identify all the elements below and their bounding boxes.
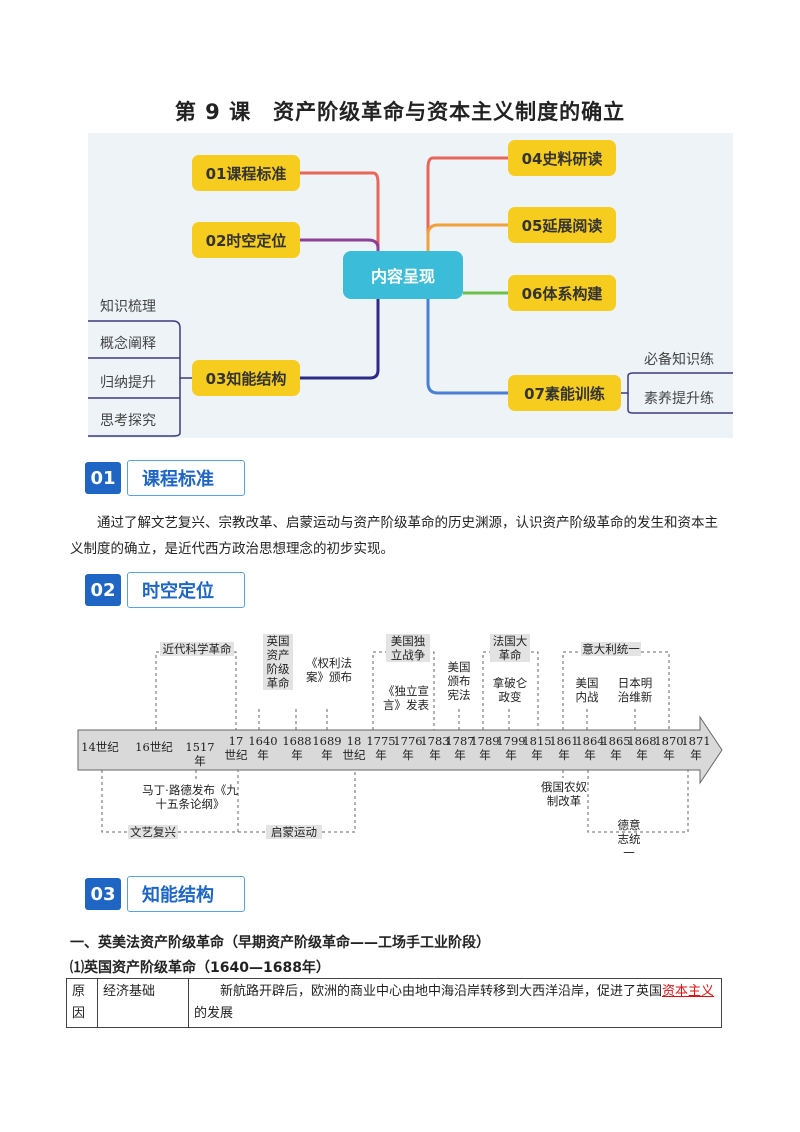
- node-training: 07素能训练: [508, 375, 621, 411]
- sub-concept: 概念阐释: [100, 336, 156, 352]
- section-02-number: 02: [85, 574, 121, 606]
- tl-french-revolution: 法国大革命: [490, 634, 530, 662]
- node-knowledge: 03知能结构: [192, 360, 300, 396]
- tick-label: 16世纪: [135, 740, 173, 754]
- heading-anglo-american-french: 一、英美法资产阶级革命（早期资产阶级革命——工场手工业阶段）: [70, 935, 490, 951]
- curriculum-text: 通过了解文艺复兴、宗教改革、启蒙运动与资产阶级革命的历史渊源，认识资产阶级革命的…: [70, 515, 718, 557]
- node-curriculum: 01课程标准: [192, 155, 300, 191]
- section-02-label: 时空定位: [127, 572, 245, 608]
- tl-luther-theses: 马丁·路德发布《九十五条论纲》: [142, 783, 238, 811]
- mindmap: 内容呈现 01课程标准 02时空定位 03知能结构 04史料研读 05延展阅读 …: [88, 133, 733, 438]
- sub-thinking: 思考探究: [100, 413, 156, 429]
- tl-english-revolution: 英国资产阶级革命: [263, 634, 293, 690]
- sub-basic-practice: 必备知识练: [644, 352, 714, 368]
- section-01-number: 01: [85, 462, 121, 494]
- tl-meiji-restoration: 日本明治维新: [617, 676, 653, 704]
- sub-induction: 归纳提升: [100, 375, 156, 391]
- mindmap-connectors: [88, 156, 733, 437]
- section-01-label: 课程标准: [127, 460, 245, 496]
- tl-napoleon-coup: 拿破仑政变: [492, 676, 528, 704]
- tl-bill-of-rights: 《权利法案》颁布: [306, 656, 352, 684]
- tick-label: 1517年: [185, 740, 215, 768]
- tl-russia-serf-reform: 俄国农奴制改革: [541, 780, 587, 808]
- node-time-space: 02时空定位: [192, 222, 300, 258]
- page-title: 第 9 课 资产阶级革命与资本主义制度的确立: [174, 100, 626, 124]
- tl-us-constitution: 美国颁布宪法: [447, 660, 471, 702]
- tl-renaissance: 文艺复兴: [128, 825, 178, 839]
- node-system: 06体系构建: [508, 275, 616, 311]
- sub-knowledge-sorting: 知识梳理: [100, 299, 156, 315]
- table-row: 原因 经济基础 新航路开辟后，欧洲的商业中心由地中海沿岸转移到大西洋沿岸，促进了…: [66, 978, 722, 1028]
- tl-germany-unification: 德意志统一: [617, 818, 641, 860]
- section-03-number: 03: [85, 878, 121, 910]
- node-reading: 05延展阅读: [508, 207, 616, 243]
- cell-reason: 原因: [66, 978, 98, 1028]
- knowledge-table: 原因 经济基础 新航路开辟后，欧洲的商业中心由地中海沿岸转移到大西洋沿岸，促进了…: [66, 978, 722, 1028]
- tl-us-independence-war: 美国独立战争: [386, 634, 430, 662]
- tl-us-civil-war: 美国内战: [575, 676, 599, 704]
- heading-english-revolution: ⑴英国资产阶级革命（1640—1688年）: [70, 960, 330, 976]
- timeline: 近代科学革命 英国资产阶级革命 《权利法案》颁布 美国独立战争 《独立宣言》发表…: [0, 620, 800, 860]
- cell-description: 新航路开辟后，欧洲的商业中心由地中海沿岸转移到大西洋沿岸，促进了英国资本主义的发…: [188, 978, 722, 1028]
- sub-advanced-practice: 素养提升练: [644, 391, 714, 407]
- tick-label: 14世纪: [81, 740, 119, 754]
- section-03-label: 知能结构: [127, 876, 245, 912]
- tl-italy-unification: 意大利统一: [581, 642, 641, 656]
- node-sources: 04史料研读: [508, 140, 616, 176]
- tl-declaration: 《独立宣言》发表: [383, 684, 429, 712]
- tl-science-revolution: 近代科学革命: [160, 642, 234, 656]
- tl-enlightenment: 启蒙运动: [266, 825, 322, 839]
- cell-economic-basis: 经济基础: [97, 978, 189, 1028]
- mindmap-center: 内容呈现: [343, 251, 463, 299]
